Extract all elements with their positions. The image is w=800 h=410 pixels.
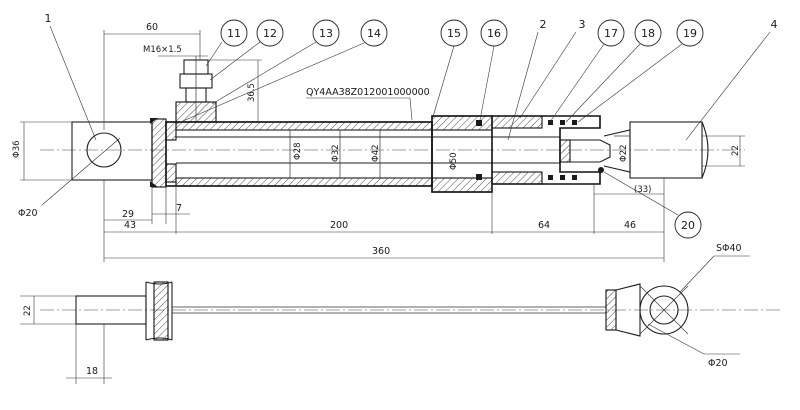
callout-17: 17 [604, 27, 618, 40]
dim-46: 46 [624, 220, 636, 231]
callout-4: 4 [771, 18, 778, 31]
dim-phi20-left: Φ20 [18, 208, 38, 219]
main-view-dimensions: 60 M16×1.5 36.5 QY4AA38Z012001000000 Φ36… [12, 22, 745, 262]
callout-18: 18 [641, 27, 655, 40]
dim-18: 18 [86, 366, 98, 377]
dim-phi20-bottom: Φ20 [708, 358, 728, 369]
callout-12: 12 [263, 27, 277, 40]
dim-phi32: Φ32 [331, 144, 341, 162]
callout-16: 16 [487, 27, 501, 40]
callouts: 1 11 12 13 14 15 16 2 3 17 18 19 4 [45, 12, 778, 239]
dim-22-right: 22 [731, 145, 741, 156]
dim-phi22: Φ22 [619, 144, 629, 162]
callout-13: 13 [319, 27, 333, 40]
callout-15: 15 [447, 27, 461, 40]
dim-360: 360 [372, 246, 390, 257]
bottom-view: 22 18 SΦ40 Φ20 [20, 243, 780, 384]
dim-phi28: Φ28 [293, 142, 303, 160]
dim-60: 60 [146, 22, 158, 33]
dim-sphi40: SΦ40 [716, 243, 742, 254]
callout-19: 19 [683, 27, 697, 40]
oil-port-fitting [175, 56, 217, 123]
dim-43: 43 [124, 220, 136, 231]
dim-22-bottom: 22 [23, 305, 33, 316]
rod-end-stub [559, 139, 611, 163]
piston-rod [176, 130, 560, 178]
dim-phi50: Φ50 [449, 152, 459, 170]
dim-36-5: 36.5 [247, 83, 257, 102]
callout-3: 3 [579, 18, 586, 31]
main-view [40, 56, 745, 193]
callout-2: 2 [540, 18, 547, 31]
dim-29: 29 [122, 209, 134, 220]
right-clevis [603, 121, 709, 179]
thread-label: M16×1.5 [143, 45, 182, 55]
callout-14: 14 [367, 27, 381, 40]
dim-200: 200 [330, 220, 348, 231]
callout-20: 20 [681, 219, 695, 232]
dim-7: 7 [176, 203, 182, 214]
rear-end-cap [150, 118, 177, 188]
dim-phi42: Φ42 [371, 144, 381, 162]
part-number: QY4AA38Z012001000000 [306, 87, 430, 98]
gland-head [431, 115, 604, 193]
dim-64: 64 [538, 220, 550, 231]
callout-11: 11 [227, 27, 241, 40]
dim-33: (33) [634, 185, 651, 195]
left-clevis-eye [71, 121, 153, 181]
callout-1: 1 [45, 12, 52, 25]
dim-phi36: Φ36 [12, 140, 22, 158]
